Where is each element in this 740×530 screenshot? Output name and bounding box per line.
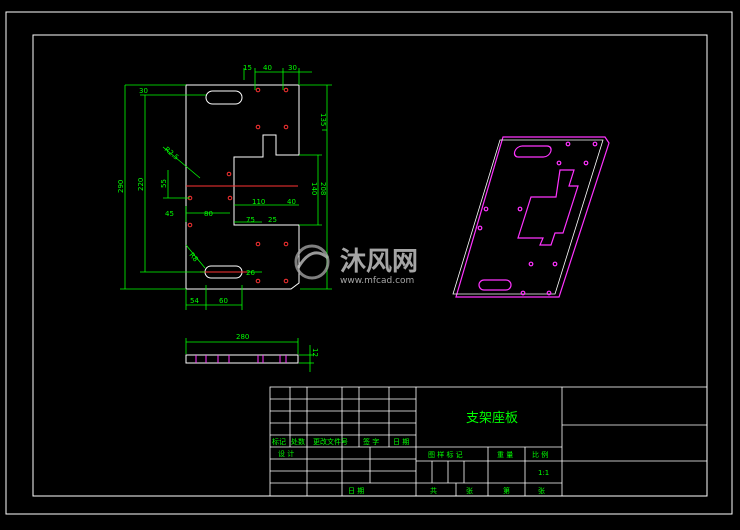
dim-label: 40 bbox=[287, 198, 296, 206]
hole bbox=[528, 261, 534, 267]
iso-cutout bbox=[517, 169, 579, 246]
hole bbox=[283, 278, 289, 284]
dim-label: 55 bbox=[160, 179, 168, 188]
sheet-label: 张 bbox=[538, 486, 545, 495]
dim-label: 12 bbox=[311, 348, 319, 357]
hole bbox=[255, 278, 261, 284]
top-slot bbox=[205, 90, 243, 105]
dim-label: 208 bbox=[319, 182, 327, 195]
hole bbox=[517, 206, 523, 212]
design-label: 设 计 bbox=[278, 449, 294, 458]
dim-label: R8 bbox=[187, 251, 199, 263]
hole bbox=[255, 87, 261, 93]
dimension-labels: 40 30 15 135 208 140 290 220 30 R2.5 55 … bbox=[117, 64, 327, 305]
hole bbox=[226, 171, 232, 177]
plate-outline bbox=[185, 84, 300, 290]
hole bbox=[255, 241, 261, 247]
hole bbox=[546, 290, 552, 296]
isometric-view bbox=[452, 136, 610, 298]
drawing-title: 支架座板 bbox=[466, 411, 518, 426]
outer-frame bbox=[5, 11, 733, 515]
hole bbox=[227, 195, 233, 201]
hole bbox=[583, 160, 589, 166]
rev-header: 签 字 bbox=[363, 437, 379, 446]
dim-label: 290 bbox=[117, 180, 125, 193]
front-view: 40 30 15 135 208 140 290 220 30 R2.5 55 … bbox=[117, 64, 332, 310]
date-label: 日 期 bbox=[348, 487, 364, 495]
iso-bottom-slot bbox=[478, 279, 512, 291]
rev-header: 更改文件号 bbox=[313, 437, 348, 446]
sheet-label: 共 bbox=[430, 486, 437, 495]
dim-label: 75 bbox=[246, 216, 255, 224]
dim-label: 25 bbox=[268, 216, 277, 224]
dim-label: 60 bbox=[219, 297, 228, 305]
rev-header: 处数 bbox=[291, 437, 305, 446]
hole bbox=[592, 141, 598, 147]
hole bbox=[283, 241, 289, 247]
dimension-lines bbox=[120, 68, 332, 310]
dim-label: 80 bbox=[204, 210, 213, 218]
hole bbox=[283, 87, 289, 93]
watermark-url: www.mfcad.com bbox=[340, 276, 414, 286]
title-block bbox=[269, 386, 708, 497]
dim-label: 40 bbox=[263, 64, 272, 72]
side-plate bbox=[185, 354, 299, 364]
rev-header: 标记 bbox=[272, 437, 286, 446]
watermark-brand: 沐风网 bbox=[340, 247, 418, 277]
watermark: 沐风网 www.mfcad.com bbox=[294, 244, 418, 286]
hole bbox=[477, 225, 483, 231]
iso-plate-edge bbox=[452, 139, 604, 295]
dim-label: 280 bbox=[236, 333, 249, 341]
dim-label: 110 bbox=[252, 198, 265, 206]
side-view: 280 12 bbox=[185, 333, 319, 372]
hole bbox=[520, 290, 526, 296]
stage-header: 比 例 bbox=[532, 450, 548, 459]
dim-label: 26 bbox=[246, 269, 255, 277]
hole bbox=[283, 124, 289, 130]
hole bbox=[187, 222, 193, 228]
dim-label: 15 bbox=[243, 64, 252, 72]
sheet-label: 第 bbox=[503, 486, 510, 495]
iso-plate-outline bbox=[455, 136, 610, 298]
sheet-label: 张 bbox=[466, 486, 473, 495]
dim-label: 30 bbox=[288, 64, 297, 72]
dim-label: 30 bbox=[139, 87, 148, 95]
dim-label: 140 bbox=[310, 182, 318, 195]
dim-label: 45 bbox=[165, 210, 174, 218]
side-dimension-lines bbox=[185, 338, 314, 372]
stage-header: 图 样 标 记 bbox=[428, 450, 463, 459]
iso-holes bbox=[477, 141, 598, 296]
hole bbox=[255, 124, 261, 130]
side-hidden-lines bbox=[195, 355, 287, 363]
rev-header: 日 期 bbox=[393, 438, 409, 446]
title-block-text: 标记 处数 更改文件号 签 字 日 期 设 计 日 期 图 样 标 记 重 量 … bbox=[272, 437, 549, 495]
hole bbox=[565, 141, 571, 147]
dim-label: 135 bbox=[319, 113, 327, 126]
scale-value: 1:1 bbox=[538, 469, 549, 477]
dim-label: 54 bbox=[190, 297, 199, 305]
iso-top-slot bbox=[513, 145, 552, 158]
watermark-logo bbox=[294, 244, 330, 280]
stage-header: 重 量 bbox=[497, 451, 513, 459]
hole bbox=[483, 206, 489, 212]
hole bbox=[552, 261, 558, 267]
dim-label: 220 bbox=[137, 178, 145, 191]
hole bbox=[556, 160, 562, 166]
